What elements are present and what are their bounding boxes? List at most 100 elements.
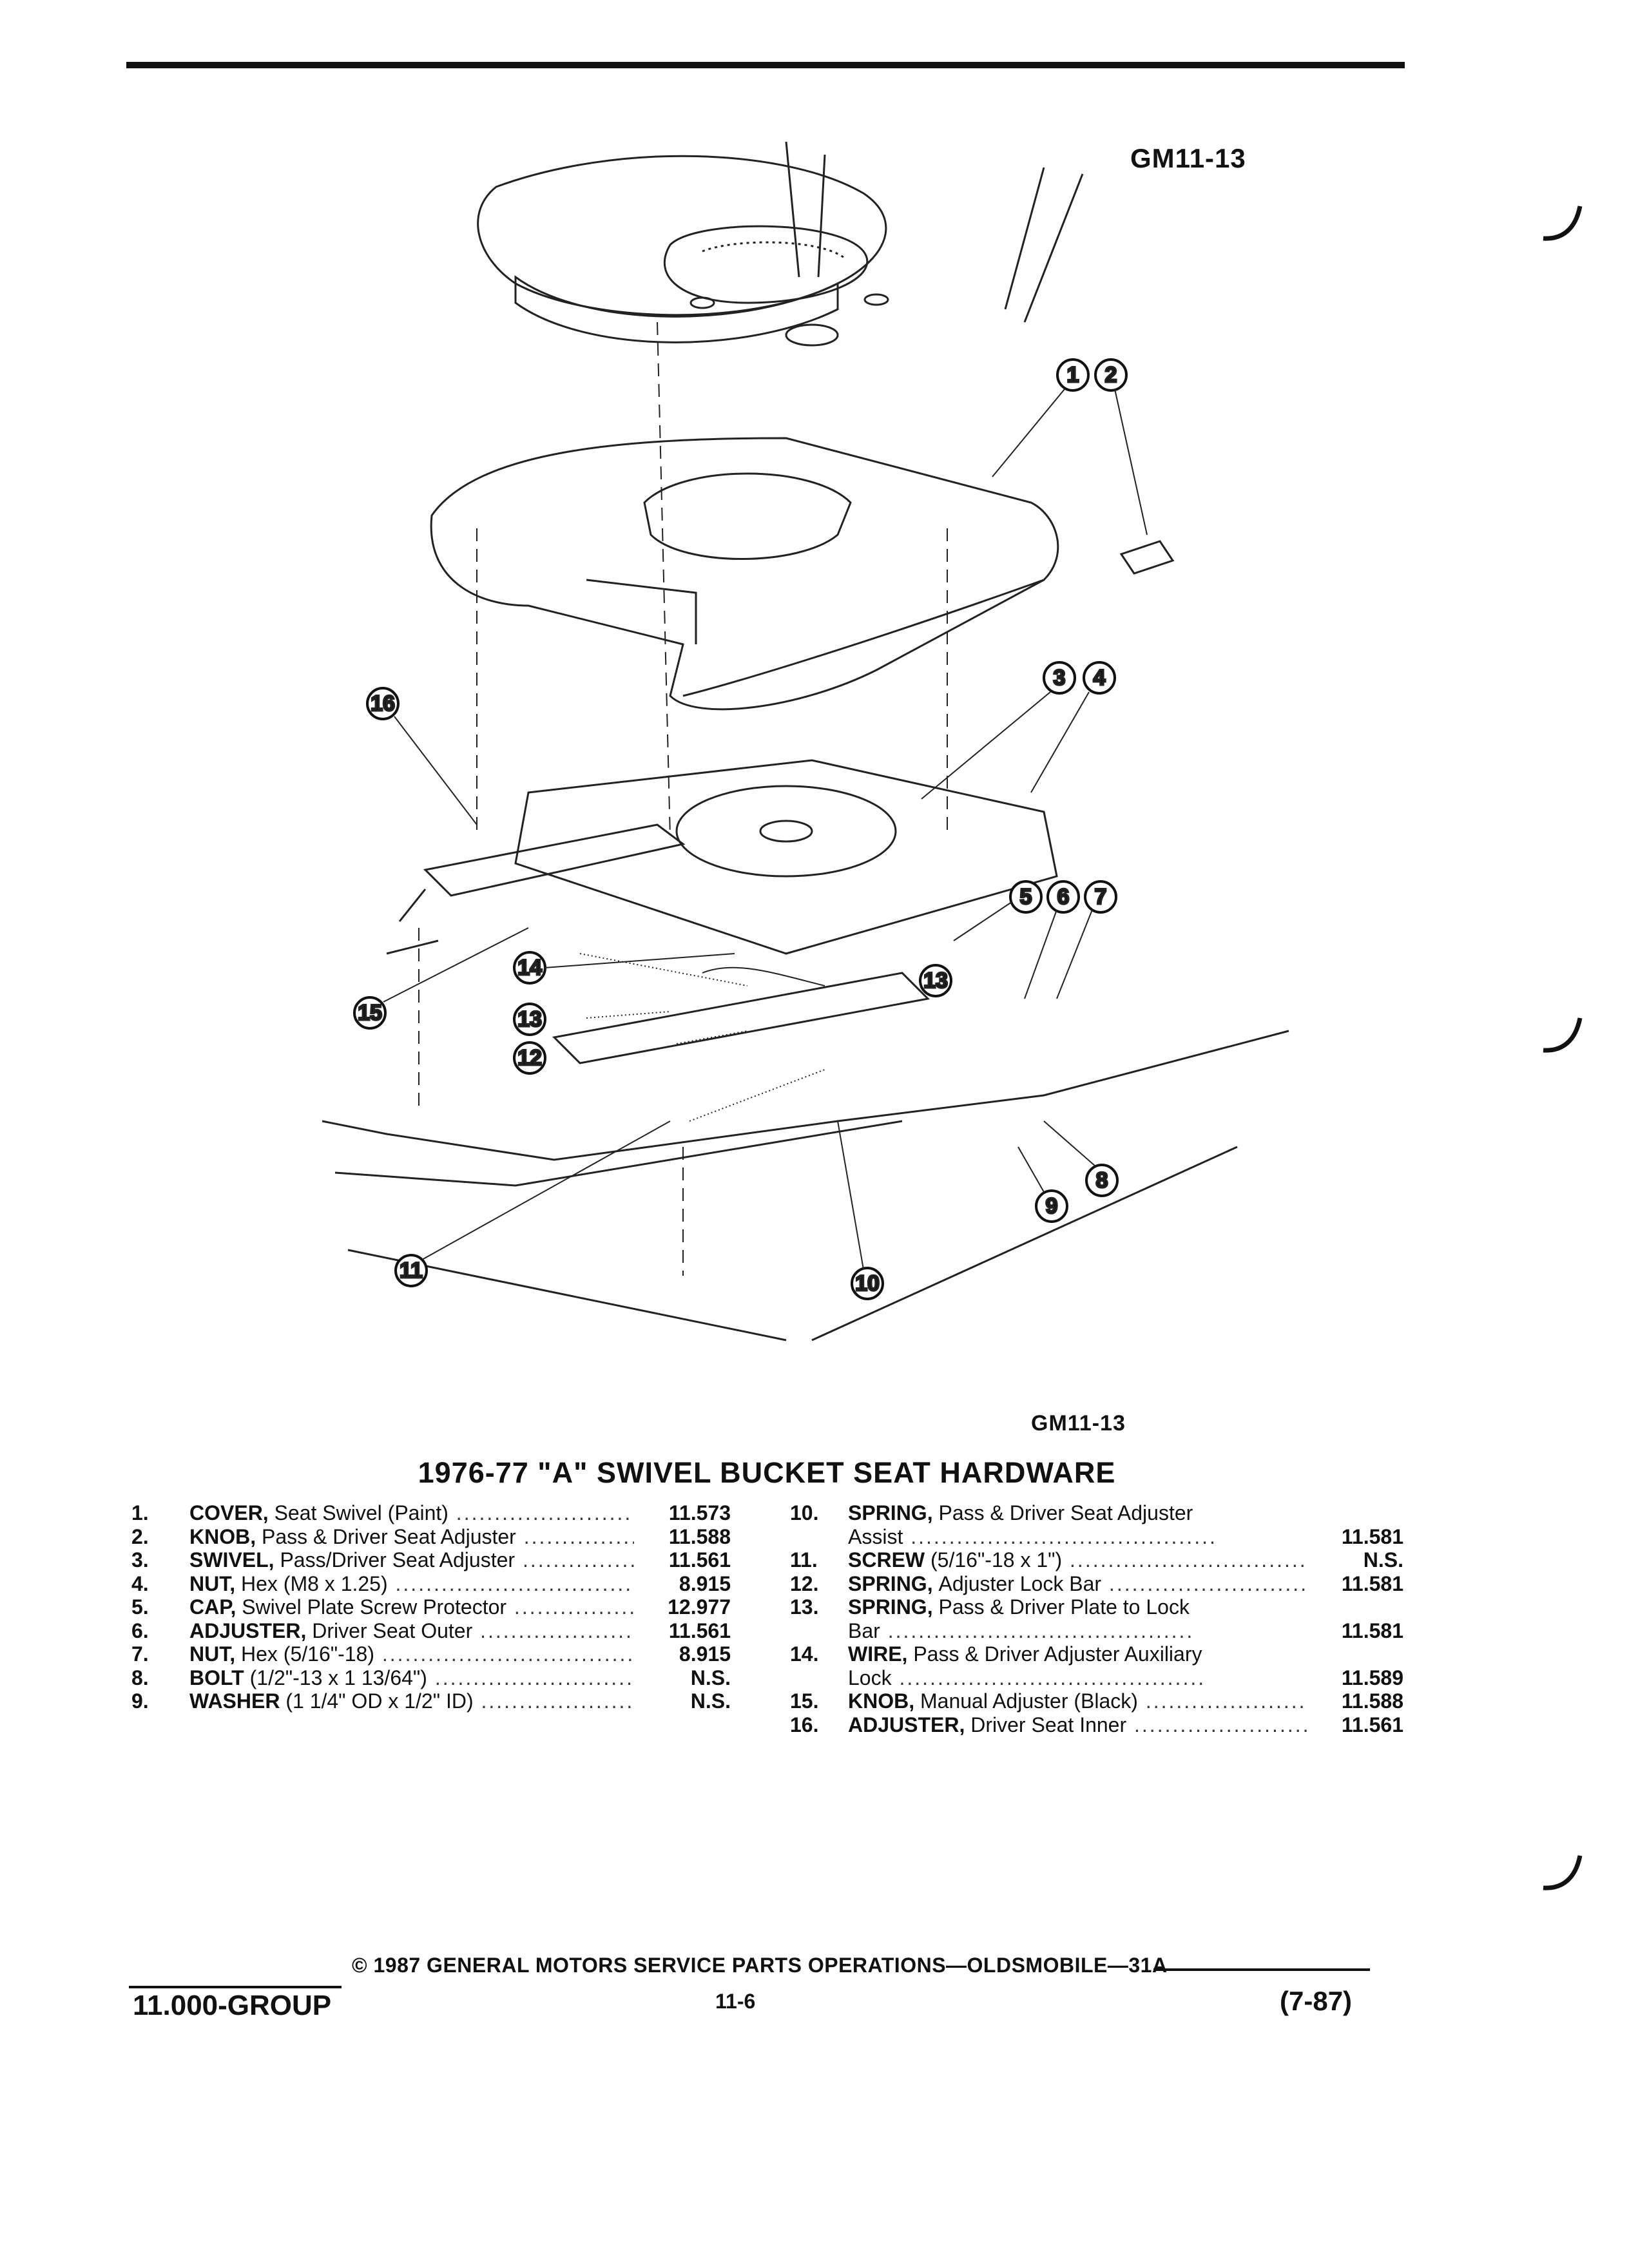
copyright-line: © 1987 GENERAL MOTORS SERVICE PARTS OPER…: [352, 1954, 1168, 1977]
part-code: 11.561: [668, 1619, 731, 1642]
leader-lines: [383, 389, 1148, 1270]
callout-11: 11: [394, 1254, 428, 1287]
seat-hardware-diagram: 1 2 3 4 5 6 7 8 9 10 11 12 13 13 14 15 1: [322, 141, 1289, 1341]
part-number: 2.: [131, 1524, 149, 1548]
part-detail: Manual Adjuster (Black): [920, 1689, 1138, 1713]
part-detail: Driver Seat Outer: [312, 1619, 473, 1642]
callout-12: 12: [513, 1041, 546, 1075]
figure-code-top: GM11-13: [1130, 143, 1246, 173]
binding-mark-bottom: [1543, 1855, 1583, 1890]
part-code: 11.588: [668, 1524, 731, 1548]
part-name: KNOB,: [189, 1524, 256, 1548]
footer-rule-right: [1153, 1968, 1370, 1971]
callout-1: 1: [1056, 358, 1090, 392]
part-number: 6.: [131, 1619, 149, 1642]
svg-text:13: 13: [923, 968, 948, 993]
footer-rule-left: [129, 1986, 342, 1988]
part-name: WASHER: [189, 1689, 280, 1713]
part-name: COVER,: [189, 1501, 269, 1524]
part-detail-continued: Bar: [848, 1619, 880, 1642]
part-number: 12.: [790, 1571, 819, 1595]
part-number: 14.: [790, 1642, 819, 1666]
revision-date: (7-87): [1280, 1986, 1353, 2016]
part-detail-continued: Assist: [848, 1524, 903, 1548]
svg-text:14: 14: [517, 956, 542, 980]
part-code: 11.588: [1341, 1689, 1403, 1713]
part-name: CAP,: [189, 1595, 236, 1619]
svg-text:2: 2: [1105, 363, 1117, 387]
svg-text:11: 11: [400, 1258, 423, 1283]
part-name: BOLT: [189, 1666, 244, 1689]
part-number: 4.: [131, 1571, 149, 1595]
part-row: 4. NUT, Hex (M8 x 1.25) ................…: [131, 1571, 731, 1595]
springs-drawing: [579, 953, 825, 1122]
part-code: 11.561: [668, 1548, 731, 1571]
callout-15: 15: [353, 996, 387, 1030]
svg-text:10: 10: [855, 1271, 880, 1296]
part-code: 12.977: [668, 1595, 731, 1619]
part-name: SPRING,: [848, 1595, 933, 1619]
figure-code-bottom: GM11-13: [1031, 1411, 1126, 1436]
part-number: 15.: [790, 1689, 819, 1713]
svg-text:3: 3: [1054, 666, 1066, 690]
part-code: 11.581: [1341, 1619, 1403, 1642]
svg-text:1: 1: [1067, 363, 1079, 387]
callout-14: 14: [513, 951, 546, 985]
svg-text:4: 4: [1094, 666, 1106, 690]
part-detail: Pass & Driver Seat Adjuster: [262, 1524, 516, 1548]
part-detail: (1 1/4" OD x 1/2" ID): [285, 1689, 474, 1713]
part-name: NUT,: [189, 1642, 236, 1666]
parts-list-title: 1976-77 "A" SWIVEL BUCKET SEAT HARDWARE: [418, 1456, 1116, 1489]
part-row: 3. SWIVEL, Pass/Driver Seat Adjuster ...…: [131, 1548, 731, 1571]
svg-text:8: 8: [1096, 1168, 1108, 1193]
part-row: 5. CAP, Swivel Plate Screw Protector ...…: [131, 1595, 731, 1619]
part-row-continued: Lock ...................................…: [848, 1666, 1403, 1689]
part-detail: Pass & Driver Adjuster Auxiliary: [913, 1642, 1202, 1666]
part-number: 5.: [131, 1595, 149, 1619]
callout-13-right: 13: [919, 964, 952, 997]
part-detail: Seat Swivel (Paint): [274, 1501, 448, 1524]
seat-bucket-drawing: [477, 141, 1084, 347]
svg-text:7: 7: [1095, 885, 1107, 909]
part-detail: Pass & Driver Plate to Lock: [938, 1595, 1190, 1619]
svg-text:12: 12: [517, 1046, 542, 1070]
svg-text:13: 13: [517, 1007, 542, 1032]
part-code: 11.573: [668, 1501, 731, 1524]
part-code: N.S.: [690, 1666, 731, 1689]
part-name: ADJUSTER,: [189, 1619, 307, 1642]
part-code: 8.915: [679, 1571, 731, 1595]
callout-10: 10: [851, 1267, 884, 1300]
callout-2: 2: [1094, 358, 1128, 392]
part-number: 1.: [131, 1501, 149, 1524]
part-code: 8.915: [679, 1642, 731, 1666]
swivel-plate-drawing: [386, 759, 1058, 1064]
part-name: NUT,: [189, 1571, 236, 1595]
part-row-continued: Bar ....................................…: [848, 1619, 1403, 1642]
part-row: 9. WASHER (1 1/4" OD x 1/2" ID) ........…: [131, 1689, 731, 1713]
callout-9: 9: [1035, 1189, 1068, 1223]
svg-text:9: 9: [1046, 1194, 1058, 1218]
callout-13-left: 13: [513, 1003, 546, 1036]
part-row: 10. SPRING, Pass & Driver Seat Adjuster: [790, 1501, 1403, 1525]
part-row: 1. COVER, Seat Swivel (Paint) ..........…: [131, 1501, 731, 1524]
part-number: 9.: [131, 1689, 149, 1713]
page-number: 11-6: [715, 1990, 756, 2013]
parts-list-right: 10. SPRING, Pass & Driver Seat Adjuster …: [790, 1501, 1403, 1736]
part-name: ADJUSTER,: [848, 1713, 965, 1736]
part-detail: Hex (5/16"-18): [241, 1642, 374, 1666]
part-detail: (5/16"-18 x 1"): [930, 1548, 1063, 1571]
knob-drawing: [1119, 540, 1175, 575]
callout-8: 8: [1085, 1164, 1119, 1197]
part-number: 11.: [790, 1548, 818, 1571]
part-name: SWIVEL,: [189, 1548, 275, 1571]
callout-16: 16: [366, 687, 400, 720]
part-number: 7.: [131, 1642, 149, 1666]
binding-mark-middle: [1543, 1017, 1583, 1053]
part-row: 15. KNOB, Manual Adjuster (Black) ......…: [790, 1689, 1403, 1713]
part-row: 14. WIRE, Pass & Driver Adjuster Auxilia…: [790, 1642, 1403, 1666]
part-code: N.S.: [690, 1689, 731, 1713]
part-number: 16.: [790, 1713, 819, 1736]
part-row: 7. NUT, Hex (5/16"-18) .................…: [131, 1642, 731, 1666]
part-name: SPRING,: [848, 1571, 933, 1595]
part-detail-continued: Lock: [848, 1666, 892, 1689]
